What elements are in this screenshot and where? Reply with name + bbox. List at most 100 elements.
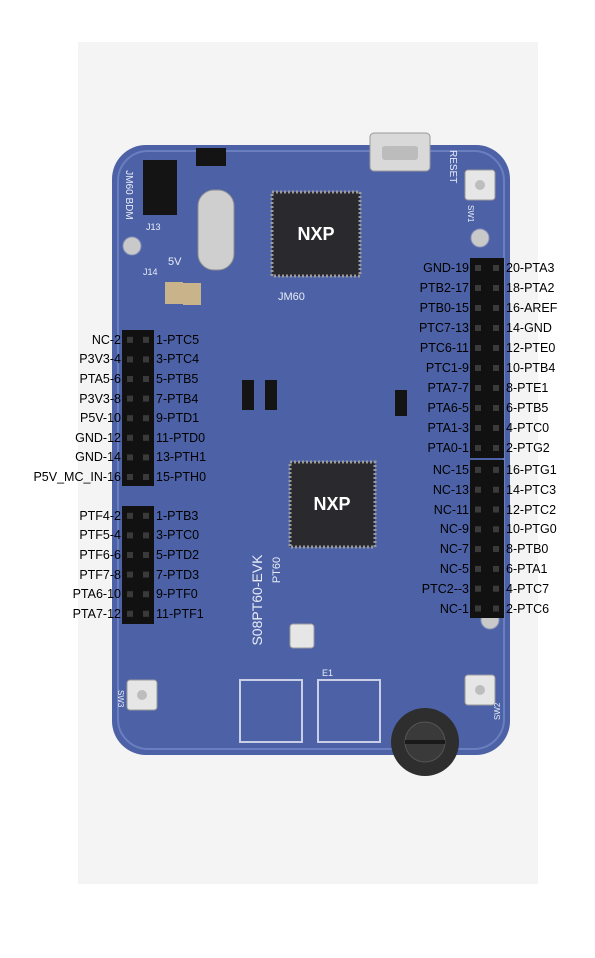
- pin-label-left-bottom-odd: PTF4-2: [79, 508, 121, 523]
- pin-label-right-top-even: 20-PTA3: [506, 261, 555, 275]
- header-pin: [493, 486, 499, 493]
- header-pin: [475, 365, 481, 371]
- header-pin: [475, 405, 481, 411]
- header-pin: [493, 405, 499, 411]
- header-pin: [475, 325, 481, 331]
- pin-label-left-bottom-odd: PTF5-4: [79, 528, 121, 543]
- pin-label-right-top-even: 14-GND: [506, 321, 552, 335]
- pin-label-right-bottom-odd: NC-5: [439, 561, 469, 576]
- header-pin: [127, 512, 133, 519]
- pin-label-right-top-odd: PTC6-11: [419, 341, 469, 355]
- pin-label-right-bottom-odd: NC-1: [439, 601, 469, 616]
- sw2-button-cap: [475, 685, 485, 695]
- header-pin: [493, 325, 499, 331]
- header-left-top: [122, 330, 154, 486]
- pin-label-left-top-odd: PTA5-6: [79, 372, 121, 386]
- header-pin: [493, 526, 499, 533]
- pin-label-right-top-even: 6-PTB5: [506, 401, 549, 415]
- bdm-label: JM60 BDM: [123, 170, 134, 219]
- j14-label: J14: [143, 267, 158, 277]
- usb-port: [382, 146, 418, 160]
- pin-label-right-top-even: 12-PTE0: [506, 341, 556, 355]
- header-pin: [475, 486, 481, 493]
- header-pin: [127, 591, 133, 598]
- header-pin: [127, 395, 133, 402]
- header-pin: [127, 552, 133, 558]
- pin-label-right-bottom-even: 14-PTC3: [506, 482, 557, 497]
- board-name-label: S08PT60-EVK: [249, 554, 265, 646]
- header-pin: [475, 285, 481, 291]
- header-pin: [127, 474, 133, 480]
- pin-label-right-top-odd: PTA6-5: [427, 401, 469, 415]
- pin-label-right-bottom-odd: NC-7: [439, 542, 469, 557]
- header-pin: [493, 425, 499, 431]
- pin-label-left-top-even: 13-PTH1: [156, 450, 207, 465]
- header-pin: [493, 345, 499, 351]
- pin-label-right-top-odd: PTA1-3: [427, 421, 469, 435]
- header-pin: [475, 445, 481, 451]
- pin-label-left-bottom-even: 11-PTF1: [156, 606, 204, 621]
- header-right-top-body: [470, 258, 504, 458]
- pin-label-left-top-even: 5-PTB5: [156, 372, 199, 386]
- header-pin: [143, 571, 149, 578]
- pin-label-right-bottom-odd: NC-9: [439, 522, 469, 537]
- pcb-board: [112, 145, 510, 755]
- header-right-bottom-body: [470, 460, 504, 618]
- header-pin: [143, 552, 149, 558]
- pin-label-left-bottom-even: 1-PTB3: [156, 508, 199, 523]
- header-pin: [143, 376, 149, 382]
- nxp-logo-top: NXP: [297, 224, 334, 244]
- pin-label-left-top-even: 11-PTD0: [156, 430, 206, 445]
- header-pin: [127, 356, 133, 363]
- pin-label-left-bottom-odd: PTF6-6: [79, 548, 121, 562]
- pin-label-left-bottom-even: 5-PTD2: [156, 548, 200, 562]
- j13-label: J13: [146, 222, 161, 232]
- pin-label-left-top-even: 9-PTD1: [156, 411, 200, 426]
- pin-label-right-bottom-even: 8-PTB0: [506, 542, 549, 557]
- pin-label-left-bottom-odd: PTF7-8: [79, 567, 121, 582]
- header-pin: [475, 385, 481, 391]
- header-pin: [127, 610, 133, 617]
- header-pin: [493, 365, 499, 371]
- pin-label-right-top-even: 16-AREF: [506, 301, 558, 315]
- pin-label-left-top-even: 3-PTC4: [156, 352, 200, 367]
- jumper-j9: [395, 390, 407, 416]
- v5-label: 5V: [168, 256, 182, 268]
- header-pin: [493, 285, 499, 291]
- pin-label-right-top-odd: PTC7-13: [418, 321, 469, 335]
- pt60-chip: [288, 460, 377, 549]
- pin-label-left-top-odd: GND-12: [75, 430, 121, 445]
- pin-label-left-top-even: 15-PTH0: [156, 470, 207, 484]
- pin-label-left-top-odd: P3V3-4: [79, 352, 121, 367]
- header-right-bottom: [470, 460, 504, 618]
- j12-header: [196, 148, 226, 166]
- pin-label-right-top-even: 4-PTC0: [506, 421, 550, 435]
- pin-label-right-top-odd: PTC1-9: [425, 361, 469, 375]
- header-pin: [127, 454, 133, 461]
- sw1-label: SW1: [466, 205, 475, 223]
- pin-label-left-top-odd: P5V-10: [79, 411, 121, 426]
- header-pin: [475, 466, 481, 473]
- pin-label-left-top-even: 1-PTC5: [156, 332, 200, 347]
- pin-label-right-top-even: 8-PTE1: [506, 381, 549, 395]
- pin-label-left-bottom-even: 3-PTC0: [156, 528, 200, 543]
- header-pin: [143, 454, 149, 461]
- pin-label-right-bottom-odd: NC-15: [432, 462, 469, 477]
- header-pin: [493, 466, 499, 473]
- header-pin: [143, 512, 149, 519]
- pin-label-right-bottom-odd: NC-13: [432, 482, 469, 497]
- jumper-j10: [265, 380, 277, 410]
- header-left-bottom-body: [122, 506, 154, 624]
- header-pin: [127, 532, 133, 539]
- header-left-top-body: [122, 330, 154, 486]
- pin-label-right-bottom-even: 6-PTA1: [506, 561, 548, 576]
- header-pin: [143, 434, 149, 441]
- header-pin: [143, 395, 149, 402]
- pin-label-left-top-odd: P3V3-8: [79, 391, 121, 406]
- pin-label-left-top-even: 7-PTB4: [156, 391, 199, 406]
- header-pin: [493, 305, 499, 311]
- sw3-label: SW3: [116, 690, 125, 708]
- touch-pad-2: [317, 679, 381, 743]
- header-pin: [493, 506, 499, 513]
- header-pins: [127, 265, 499, 617]
